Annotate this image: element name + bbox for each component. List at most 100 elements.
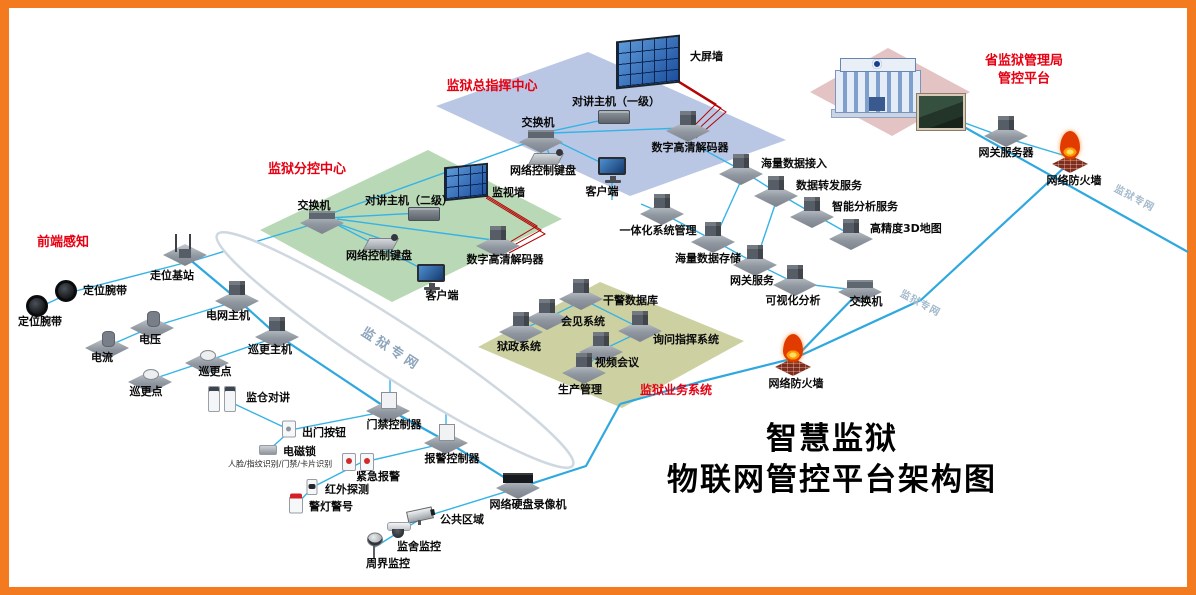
production-mgmt-label: 生产管理 [558, 382, 602, 396]
platform-command-center [436, 52, 786, 196]
warning-light-siren-label: 警灯警号 [309, 499, 353, 513]
switch-core-icon [837, 271, 883, 303]
photo-display-icon [917, 94, 965, 130]
voltage-sensor-label: 电压 [139, 332, 161, 346]
meeting-system-icon [524, 298, 570, 330]
firewall-top-label: 网络防火墙 [1046, 173, 1102, 187]
meeting-system-label: 会见系统 [561, 314, 605, 328]
section-frontend-sensing: 前端感知 [36, 235, 90, 251]
emergency-alarm-icon [342, 453, 374, 471]
cell-intercom-label: 监仓对讲 [246, 390, 290, 404]
integrated-system-mgmt-icon [639, 193, 685, 225]
access-controller-label: 门禁控制器 [366, 417, 422, 431]
integrated-system-mgmt-label: 一体化系统管理 [619, 223, 697, 237]
keyboard-subcontrol-icon [362, 234, 400, 250]
patrol-host-icon [254, 316, 300, 348]
decoder-command-label: 数字高清解码器 [651, 140, 729, 154]
prison-admin-system-label: 狱政系统 [497, 339, 541, 353]
section-provincial-bureau: 省监狱管理局 管控平台 [984, 53, 1064, 86]
hd-3d-map-icon [828, 218, 874, 250]
patrol-point-2-label: 巡更点 [129, 384, 163, 398]
net-label-right-top: 监狱专网 [1112, 183, 1157, 214]
section-command-center: 监狱总指挥中心 [446, 79, 538, 95]
switch-subcontrol-label: 交换机 [297, 198, 331, 212]
current-sensor-icon [84, 327, 130, 359]
visual-analysis-label: 可视化分析 [765, 293, 821, 307]
title-line-1: 智慧监狱 [766, 421, 898, 457]
client-command-icon [598, 157, 626, 183]
intercom-host-level2-icon [408, 207, 440, 221]
emergency-alarm-label: 紧急报警 [356, 469, 400, 483]
video-conference-label: 视频会议 [595, 355, 639, 369]
section-business-system: 监狱业务系统 [639, 382, 713, 397]
firewall-mid-label: 网络防火墙 [768, 376, 824, 390]
client-subcontrol-icon [417, 264, 445, 290]
production-mgmt-icon [561, 352, 607, 384]
intercom-host-level1-icon [598, 110, 630, 124]
gateway-service-icon [732, 244, 778, 276]
firewall-top-icon [1049, 131, 1091, 173]
decoder-subcontrol-label: 数字高清解码器 [466, 252, 544, 266]
perimeter-camera-label: 周界监控 [366, 556, 410, 570]
alarm-controller-label: 报警控制器 [424, 451, 480, 465]
patrol-point-1-label: 巡更点 [198, 364, 232, 378]
infrared-detector-icon [306, 479, 318, 495]
patrol-point-2-icon [127, 361, 173, 393]
mass-data-access-label: 海量数据接入 [761, 156, 827, 170]
inquiry-command-system-icon [617, 310, 663, 342]
keyboard-subcontrol-label: 网络控制键盘 [346, 248, 412, 262]
hd-3d-map-label: 高精度3D地图 [870, 221, 942, 235]
perimeter-camera-icon [366, 532, 383, 560]
magnetic-lock-icon [259, 445, 277, 455]
magnetic-lock-label: 电磁锁 [283, 444, 316, 458]
access-controller-icon [365, 390, 411, 422]
client-command-label: 客户端 [585, 184, 619, 198]
firewall-mid-icon [772, 334, 814, 376]
patrol-point-1-icon [184, 342, 230, 374]
switch-subcontrol-icon [299, 202, 345, 234]
keyboard-command-icon [527, 149, 565, 165]
police-database-label: 干警数据库 [603, 293, 658, 307]
intercom-host-level1-label: 对讲主机（一级） [572, 94, 660, 108]
switch-command-icon [518, 121, 564, 153]
cell-intercom-icon [208, 384, 236, 412]
intelligent-analysis-service-label: 智能分析服务 [832, 199, 898, 213]
switch-core-label: 交换机 [849, 294, 883, 308]
exit-button-label: 出门按钮 [302, 425, 346, 439]
visual-analysis-icon [772, 264, 818, 296]
alarm-controller-icon [423, 422, 469, 454]
gateway-service-label: 网关服务 [730, 273, 774, 287]
patrol-host-label: 巡更主机 [248, 342, 292, 356]
positioning-base-station-label: 走位基站 [150, 268, 194, 282]
mass-data-access-icon [718, 153, 764, 185]
intercom-host-level2-label: 对讲主机（二级） [365, 193, 453, 207]
main-title: 智慧监狱 物联网管控平台架构图 [667, 419, 997, 501]
exit-button-icon [282, 420, 296, 438]
data-forward-service-label: 数据转发服务 [796, 178, 862, 192]
network-dvr-icon [495, 467, 541, 499]
client-subcontrol-label: 客户端 [425, 288, 459, 302]
cell-monitoring-camera-label: 监舍监控 [397, 539, 441, 553]
infrared-detector-label: 红外探测 [325, 482, 369, 496]
big-screen-wall-label: 大屏墙 [690, 49, 723, 63]
decoder-subcontrol-icon [475, 225, 521, 257]
intelligent-analysis-service-icon [789, 196, 835, 228]
big-screen-wall-icon [616, 34, 680, 90]
positioning-wristband-1-icon [55, 280, 77, 302]
police-database-icon [558, 278, 604, 310]
mass-data-storage-label: 海量数据存储 [675, 251, 741, 265]
prison-admin-system-icon [498, 311, 544, 343]
monitor-wall-label: 监视墙 [492, 185, 525, 199]
positioning-wristband-2-icon [26, 295, 48, 317]
inquiry-command-system-label: 询问指挥系统 [653, 332, 719, 346]
gateway-server-label: 网关服务器 [978, 145, 1034, 159]
access-methods-note-label: 人脸/指纹识别/门禁/卡片识别 [228, 459, 333, 469]
cell-monitoring-camera-icon [387, 522, 411, 538]
warning-light-siren-icon [289, 493, 303, 514]
positioning-base-station-icon [162, 234, 208, 266]
network-dvr-label: 网络硬盘录像机 [489, 497, 567, 511]
keyboard-command-label: 网络控制键盘 [510, 163, 576, 177]
